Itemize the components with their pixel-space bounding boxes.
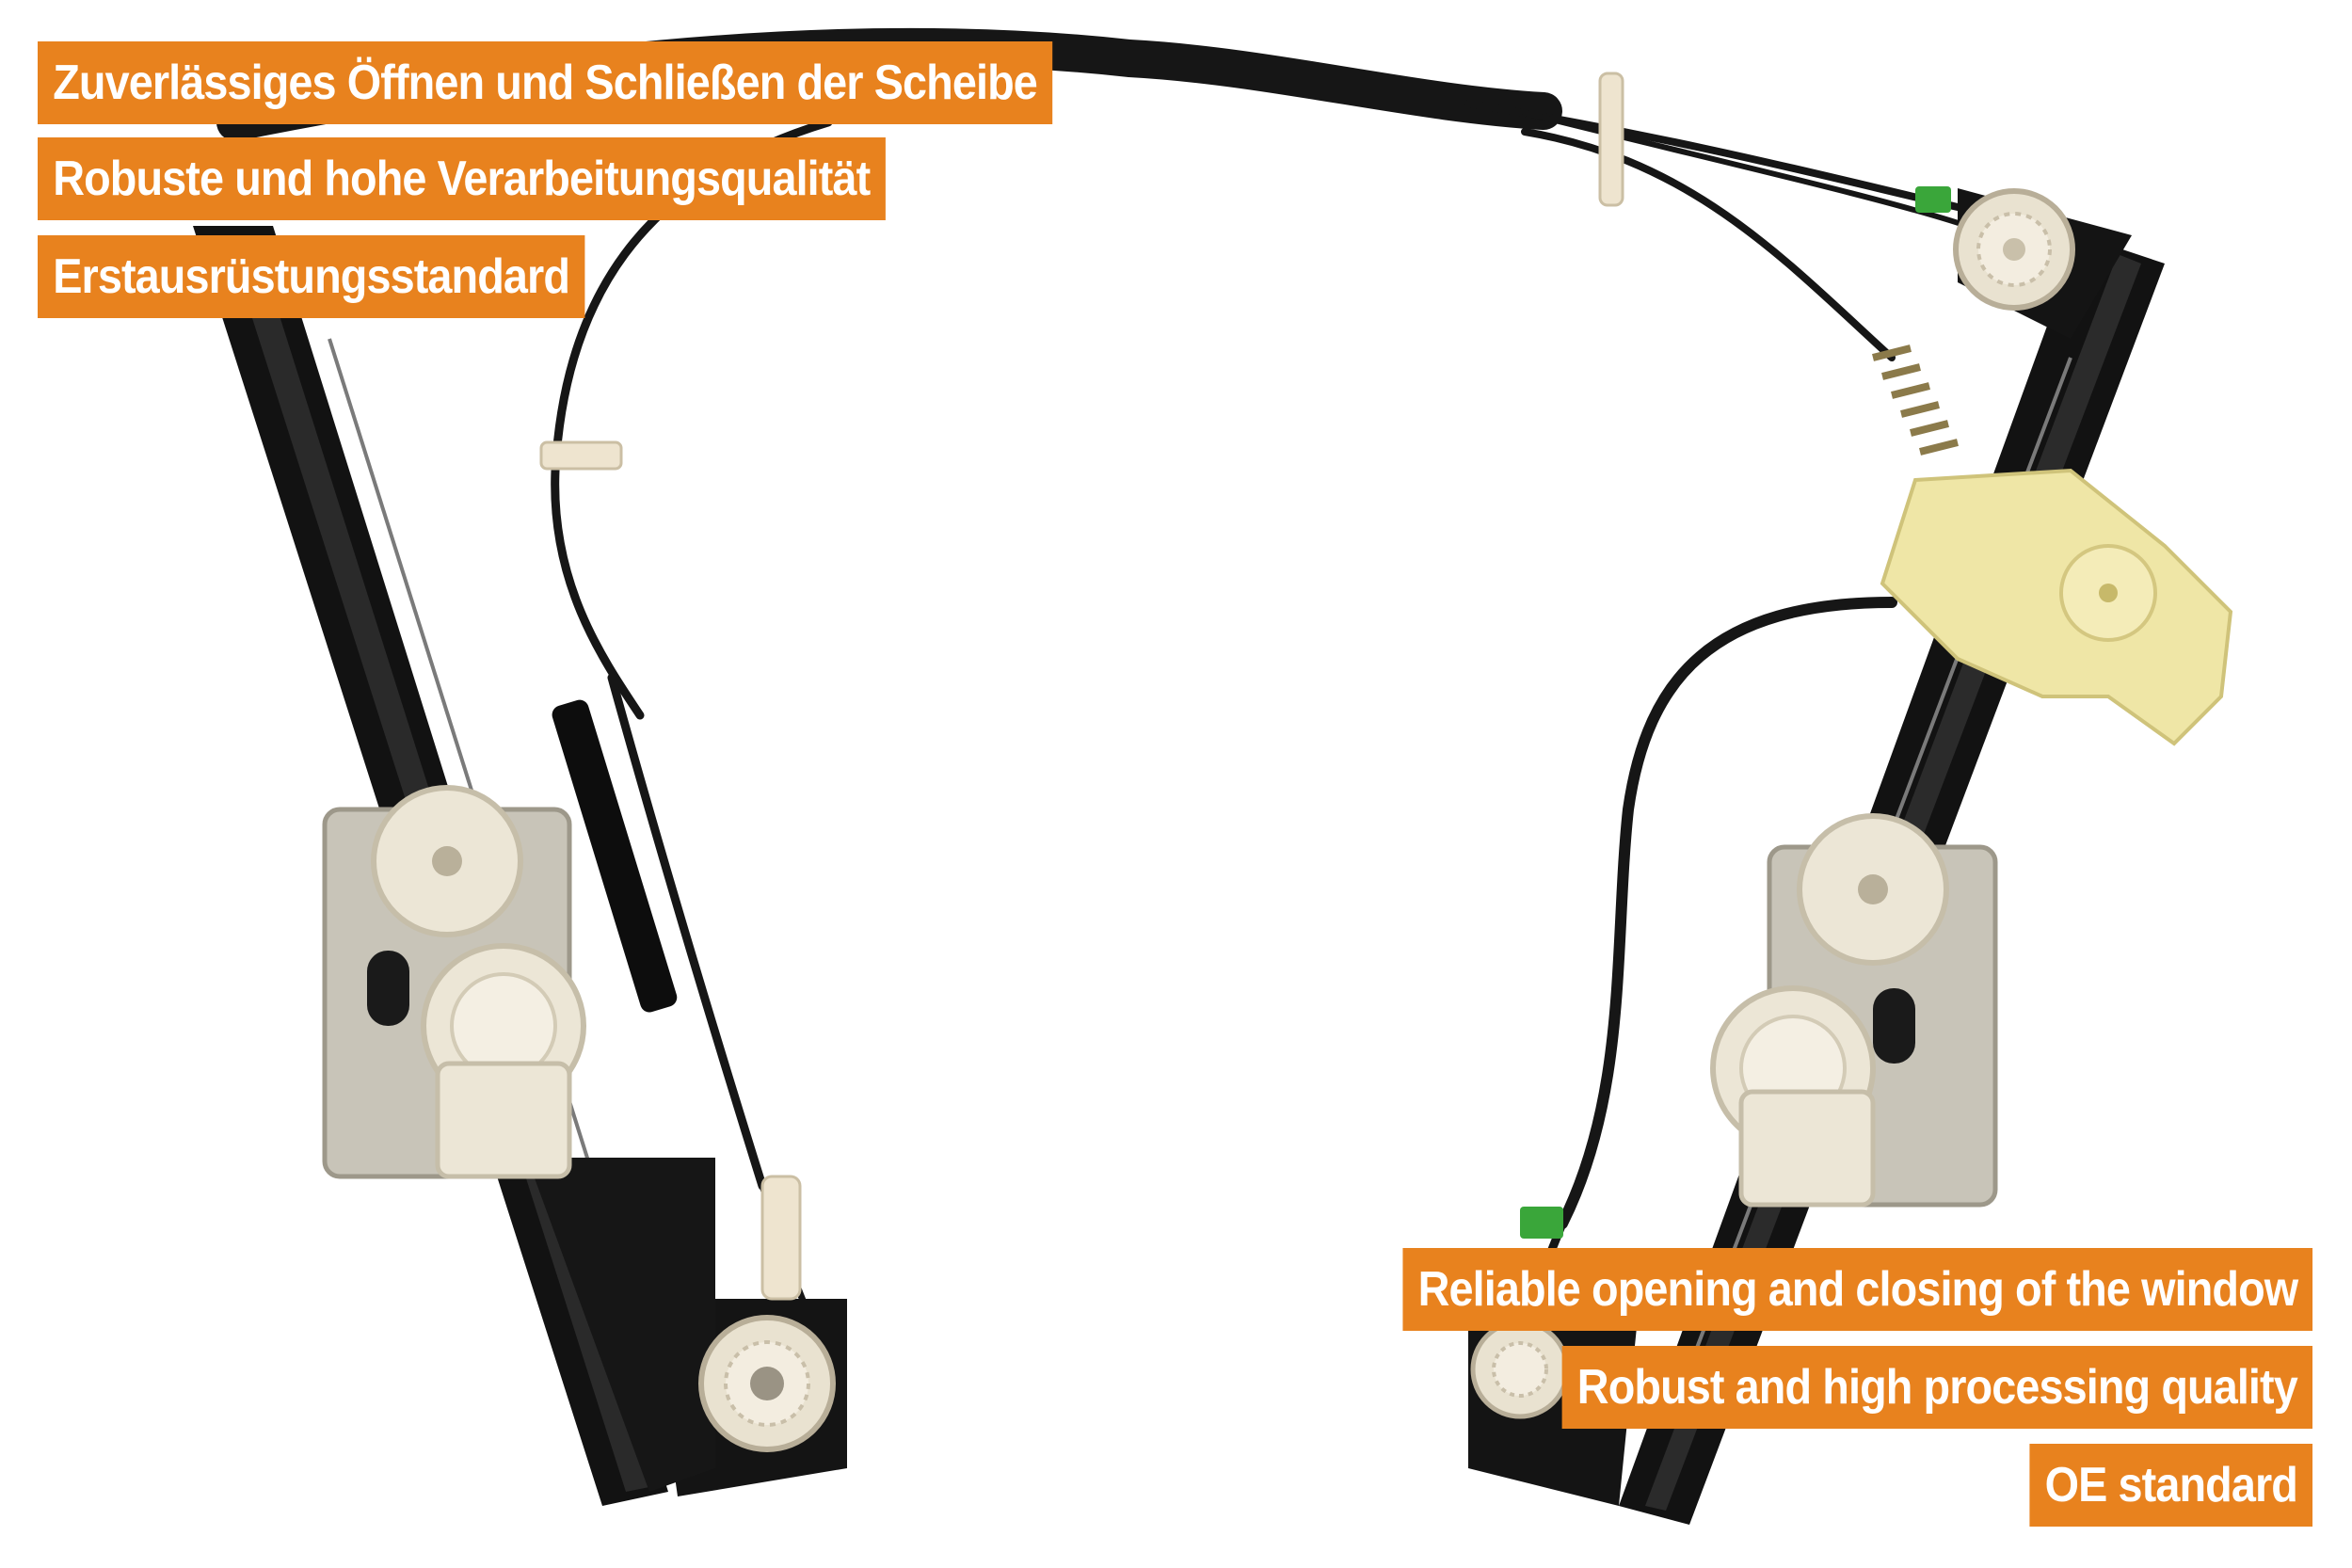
cable-right-arc — [1557, 597, 1897, 1229]
green-clip-top — [1915, 186, 1951, 213]
feature-label-de-robust: Robuste und hohe Verarbeitungsqualität — [38, 137, 886, 220]
feature-label-en-reliable: Reliable opening and closing of the wind… — [1401, 1248, 2312, 1331]
cable-clip-top — [1598, 72, 1624, 207]
cable-end-left — [760, 1175, 802, 1301]
cable-spring — [1872, 344, 1959, 456]
gear-housing — [1880, 468, 2233, 746]
cable-sleeve-left — [552, 699, 678, 1013]
right-carrier — [1710, 813, 1998, 1208]
cable-clip-left — [539, 440, 623, 471]
feature-label-en-oe: OE standard — [2029, 1444, 2312, 1527]
pulley-bottom-right — [1470, 1320, 1570, 1419]
left-carrier — [322, 785, 586, 1179]
green-clip-bottom — [1520, 1207, 1563, 1239]
inner-cable-top-right-2 — [1522, 110, 1970, 229]
cable-to-motor — [1521, 128, 1896, 361]
feature-label-de-reliable: Zuverlässiges Öffnen und Schließen der S… — [38, 41, 1053, 124]
cable-left-down — [607, 673, 767, 1191]
pulley-top-right — [1953, 188, 2075, 311]
feature-label-de-oe: Erstausrüstungsstandard — [38, 235, 585, 318]
pulley-bottom-left — [698, 1315, 836, 1452]
feature-label-en-robust: Robust and high processing quality — [1561, 1346, 2312, 1429]
